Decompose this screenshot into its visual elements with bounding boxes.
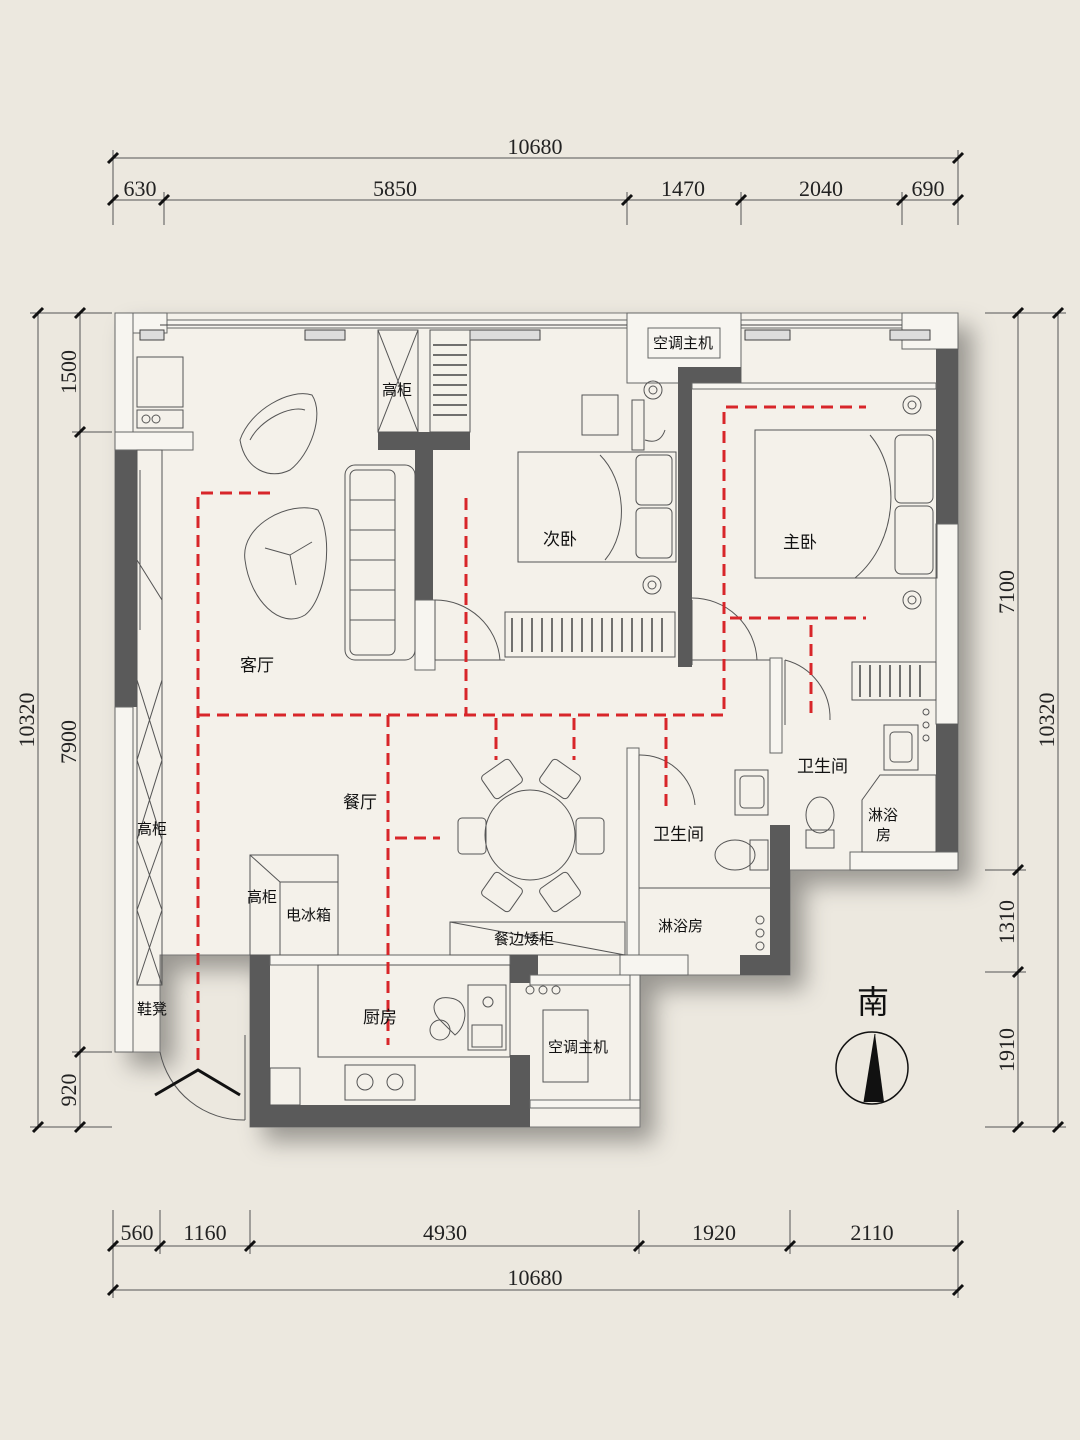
- bottom-dim-3: 4930: [423, 1220, 467, 1245]
- sofa-icon: [344, 464, 416, 661]
- ac-unit-bottom-label: 空调主机: [548, 1038, 608, 1056]
- second-bedroom-bed-icon: [517, 451, 677, 595]
- second-bedroom-door: [434, 599, 505, 661]
- bottom-dim-4: 1920: [692, 1220, 736, 1245]
- top-dimensions: 10680 630 5850 1470 2040 690: [106, 134, 965, 225]
- kitchen-counter: [269, 964, 561, 1106]
- right-dimensions: 7100 1310 1910 10320: [985, 306, 1066, 1134]
- tall-cabinet-left-label: 高柜: [137, 820, 167, 838]
- lounge-chair-icon: [239, 393, 318, 475]
- room-bathroom-1: 卫生间: [653, 825, 704, 845]
- entry-door: [154, 1035, 246, 1121]
- room-living: 客厅: [240, 656, 274, 676]
- north-arrow-icon: [863, 1033, 884, 1103]
- top-dim-4: 2040: [799, 176, 843, 201]
- room-labels: 客厅 餐厅 次卧 主卧 卫生间 卫生间 厨房 淋浴房 淋浴 房: [240, 530, 898, 1028]
- bottom-dim-1: 560: [121, 1220, 154, 1245]
- left-total-dim: 10320: [14, 693, 39, 748]
- right-dim-1: 7100: [994, 570, 1019, 614]
- bathroom-1-fixtures: [638, 754, 770, 951]
- room-shower-2-line1: 淋浴: [868, 806, 898, 824]
- bathroom-2-fixtures: [784, 659, 937, 853]
- ac-unit-bottom: 空调主机: [542, 1009, 608, 1083]
- left-dimensions: 10320 1500 7900 920: [14, 306, 112, 1134]
- right-total-dim: 10320: [1034, 693, 1059, 748]
- ac-unit-top: 空调主机: [647, 327, 721, 359]
- bottom-dimensions: 560 1160 4930 1920 2110 10680: [106, 1210, 965, 1298]
- right-dim-3: 1910: [994, 1028, 1019, 1072]
- left-dim-3: 920: [56, 1074, 81, 1107]
- top-dim-2: 5850: [373, 176, 417, 201]
- bottom-dim-5: 2110: [850, 1220, 893, 1245]
- bottom-total-dim: 10680: [508, 1265, 563, 1290]
- compass: 南: [835, 984, 909, 1105]
- shoe-bench-label: 鞋凳: [137, 1000, 167, 1018]
- room-shower-2-line2: 房: [876, 826, 891, 844]
- tall-cabinet-top: 高柜: [377, 329, 471, 433]
- compass-direction-label: 南: [857, 984, 889, 1020]
- sideboard: 餐边矮柜: [449, 921, 626, 956]
- second-bedroom-wardrobe: [504, 611, 676, 658]
- right-dim-2: 1310: [994, 900, 1019, 944]
- bottom-dim-2: 1160: [183, 1220, 226, 1245]
- top-dim-3: 1470: [661, 176, 705, 201]
- washing-machine-icon: [136, 356, 184, 429]
- sideboard-label: 餐边矮柜: [494, 930, 554, 948]
- room-second-bedroom: 次卧: [543, 530, 577, 550]
- room-master-bedroom: 主卧: [783, 533, 817, 553]
- top-dim-5: 690: [912, 176, 945, 201]
- room-shower-1: 淋浴房: [658, 917, 703, 935]
- top-dim-1: 630: [124, 176, 157, 201]
- tall-cabinet-left: [136, 449, 163, 986]
- master-bedroom-door: [691, 597, 770, 665]
- building-shell: [114, 312, 959, 1128]
- fridge-icon: 高柜 电冰箱: [247, 854, 339, 956]
- top-total-dim: 10680: [508, 134, 563, 159]
- master-bedroom-bed-icon: [754, 395, 938, 610]
- circulation-paths: [196, 405, 866, 1060]
- fridge-label: 电冰箱: [286, 906, 331, 924]
- room-dining: 餐厅: [343, 793, 377, 813]
- left-dim-1: 1500: [56, 350, 81, 394]
- room-kitchen: 厨房: [363, 1008, 397, 1028]
- tall-cabinet-kitchen-label: 高柜: [247, 888, 277, 906]
- left-dim-2: 7900: [56, 720, 81, 764]
- windows: [139, 324, 931, 341]
- dining-table-icon: [457, 758, 605, 913]
- second-bedroom-desk: [581, 380, 666, 451]
- room-bathroom-2: 卫生间: [797, 757, 848, 777]
- tall-cabinet-top-label: 高柜: [382, 381, 412, 399]
- lounge-chair-icon: [244, 507, 328, 620]
- ac-unit-top-label: 空调主机: [653, 334, 713, 352]
- bathroom-2-rack: [859, 665, 921, 697]
